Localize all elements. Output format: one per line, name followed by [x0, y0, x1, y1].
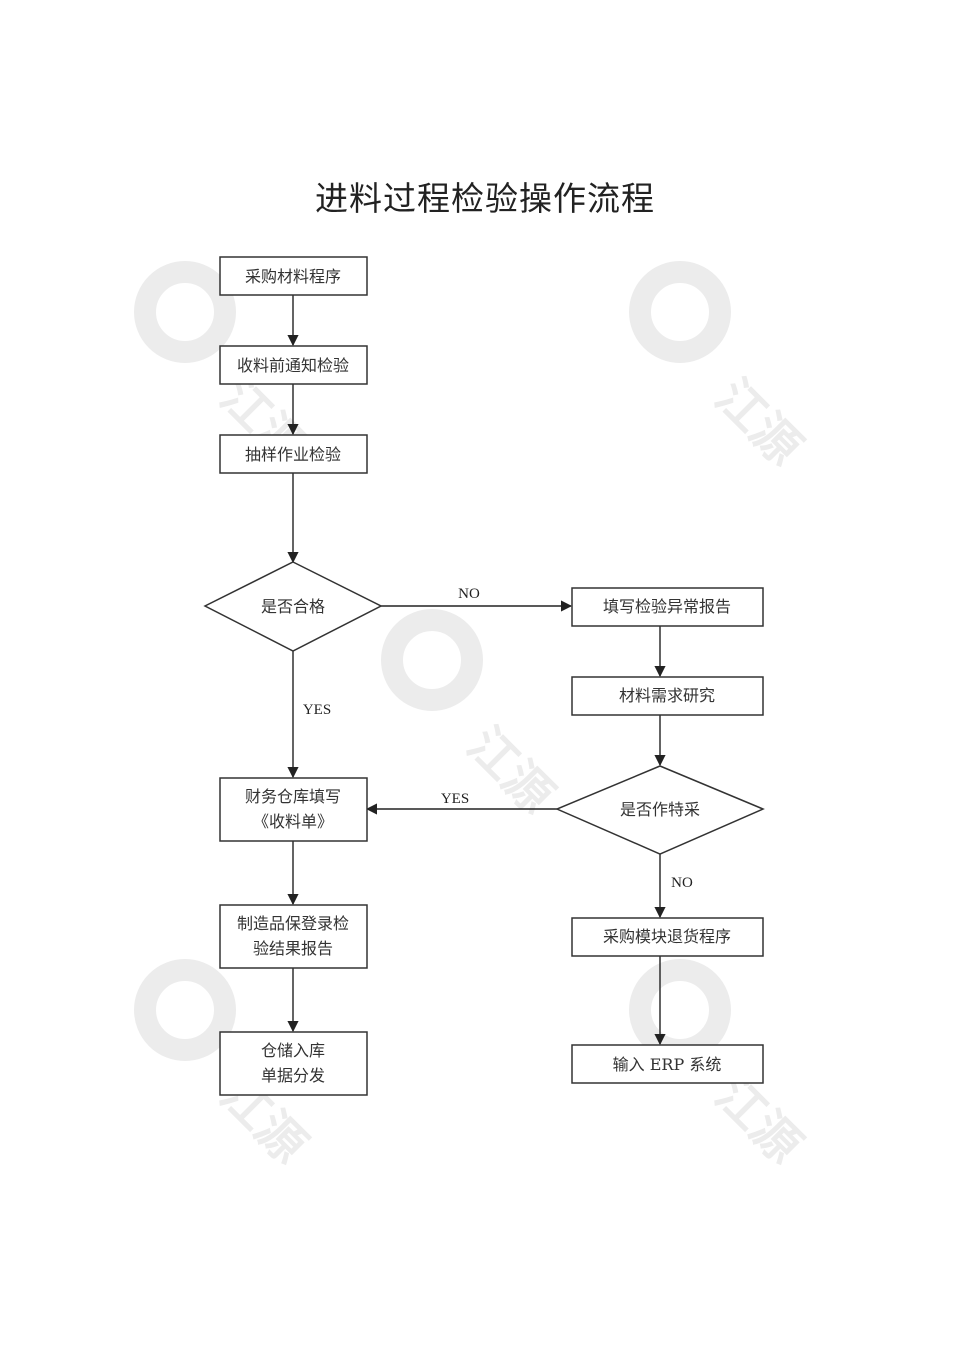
node-finance-warehouse: 财务仓库填写 《收料单》	[219, 777, 368, 842]
node-label: 是否合格	[261, 597, 325, 616]
node-return-procedure: 采购模块退货程序	[571, 917, 764, 957]
node-label: 输入 ERP 系统	[613, 1055, 722, 1074]
nodes: 采购材料程序 收料前通知检验 抽样作业检验 是否合格 填写检验异常报告 材料需求…	[203, 256, 765, 1096]
edges	[287, 295, 666, 1046]
watermark-text: 江源	[457, 717, 564, 824]
process-box	[219, 777, 368, 842]
node-material-review: 材料需求研究	[571, 676, 764, 716]
process-box	[571, 587, 764, 627]
process-box	[219, 904, 368, 969]
node-abnormal-report: 填写检验异常报告	[571, 587, 764, 627]
node-purchase-procedure: 采购材料程序	[219, 256, 368, 296]
e-logo-icon	[629, 261, 731, 363]
node-label-line-2: 验结果报告	[253, 939, 333, 958]
decision-diamond	[203, 561, 383, 652]
process-box	[219, 345, 368, 385]
process-box	[219, 1031, 368, 1096]
node-label-line-1: 制造品保登录检	[237, 914, 349, 933]
edge-labels: NO YES YES NO	[303, 586, 693, 891]
node-special-purchase: 是否作特采	[555, 765, 765, 855]
node-label-line-1: 仓储入库	[261, 1041, 325, 1060]
watermark-top-right: 江源	[629, 261, 812, 476]
edge-label-qualified-yes: YES	[303, 702, 331, 718]
node-label: 填写检验异常报告	[603, 597, 731, 616]
node-pre-receipt-notice: 收料前通知检验	[219, 345, 368, 385]
process-box	[571, 1044, 764, 1084]
node-is-qualified: 是否合格	[203, 561, 383, 652]
watermark-center: 江源	[381, 609, 564, 824]
node-label: 采购材料程序	[245, 267, 341, 286]
process-box	[571, 917, 764, 957]
node-qc-record: 制造品保登录检 验结果报告	[219, 904, 368, 969]
node-erp-input: 输入 ERP 系统	[571, 1044, 764, 1084]
decision-diamond	[555, 765, 765, 855]
node-label: 是否作特采	[620, 800, 700, 819]
e-logo-icon	[134, 261, 236, 363]
process-box	[219, 256, 368, 296]
watermark-text: 江源	[705, 369, 812, 476]
node-warehouse-entry: 仓储入库 单据分发	[219, 1031, 368, 1096]
node-label: 材料需求研究	[619, 686, 715, 705]
edge-label-special-yes: YES	[441, 791, 469, 807]
node-label-line-1: 财务仓库填写	[245, 787, 341, 806]
node-label-line-2: 单据分发	[261, 1066, 325, 1085]
node-label: 收料前通知检验	[237, 356, 349, 375]
node-sampling-inspection: 抽样作业检验	[219, 434, 368, 474]
node-label-line-2: 《收料单》	[253, 812, 333, 831]
e-logo-icon	[629, 959, 731, 1061]
edge-label-qualified-no: NO	[458, 586, 480, 602]
e-logo-icon	[381, 609, 483, 711]
edge-label-special-no: NO	[671, 875, 693, 891]
process-box	[571, 676, 764, 716]
e-logo-icon	[134, 959, 236, 1061]
process-box	[219, 434, 368, 474]
page-title: 进料过程检验操作流程	[315, 179, 655, 218]
node-label: 采购模块退货程序	[603, 927, 731, 946]
node-label: 抽样作业检验	[245, 445, 341, 464]
